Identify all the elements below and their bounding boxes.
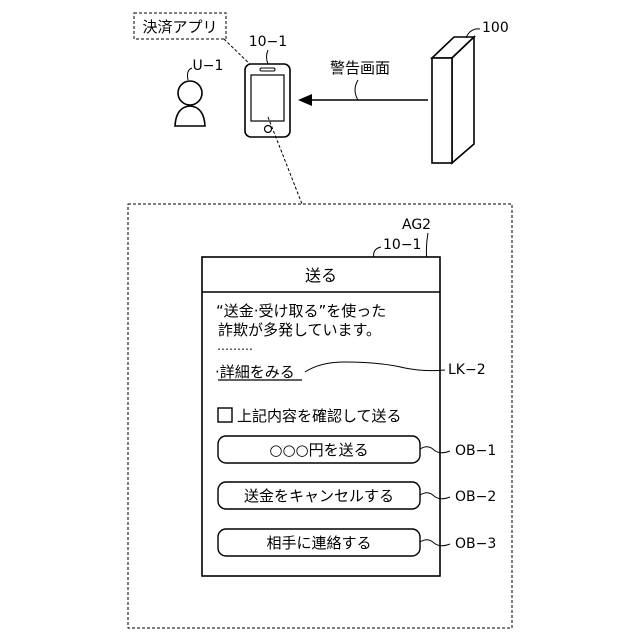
warning-message-line1: “送金·受け取る”を使った [216,302,386,320]
link-ref-label: LK−2 [448,362,486,378]
user-ref-label: U−1 [193,58,224,74]
phone-ref-leader [267,50,269,64]
button2-ref-label: OB−2 [455,489,496,505]
button1-ref-label: OB−1 [455,443,496,459]
detail-link[interactable]: ·詳細をみる [215,363,295,381]
warning-screen-label: 警告画面 [330,59,390,77]
smartphone-icon [245,64,290,137]
warning-message-line2: 詐欺が多発しています。 [218,321,381,339]
server-ref-label: 100 [482,20,509,36]
payment-app-label: 決済アプリ [142,18,217,36]
server-icon [432,37,474,163]
phone-ref-label: 10−1 [249,34,287,50]
confirm-checkbox[interactable] [218,408,232,422]
warning-screen-leader [355,80,358,100]
warning-arrow-head [298,94,312,106]
confirm-checkbox-label: 上記内容を確認して送る [237,407,402,425]
send-money-button-label: ○○○円を送る [269,441,368,459]
screen-ref-label: 10−1 [383,237,421,253]
user-ref-leader [188,68,193,80]
message-ellipsis: ……… [217,339,253,353]
cancel-transfer-button-label: 送金をキャンセルする [244,487,394,505]
user-icon [175,81,205,126]
region-ref-label: AG2 [402,217,431,233]
button3-ref-label: OB−3 [455,536,496,552]
contact-recipient-button-label: 相手に連絡する [266,534,371,552]
screen-title: 送る [305,266,337,285]
